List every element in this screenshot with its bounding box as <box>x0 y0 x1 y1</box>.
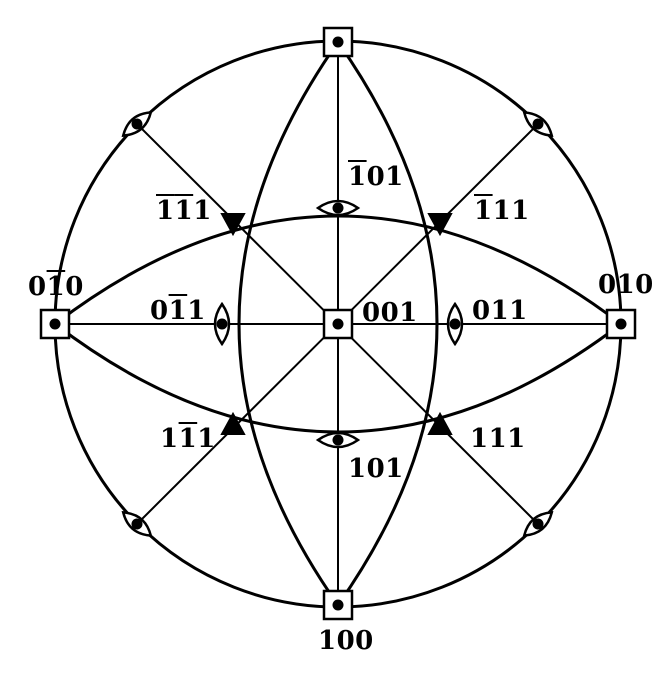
threefold-symbol-1m11 <box>220 411 246 435</box>
fourfold-symbol-center <box>322 308 354 340</box>
twofold-symbol-101 <box>315 431 361 449</box>
twofold-symbol-bottom-right <box>522 511 554 537</box>
threefold-symbol-111 <box>427 411 453 435</box>
twofold-symbol-m101 <box>315 199 361 217</box>
fourfold-symbol-left <box>39 308 71 340</box>
label-100: 100 <box>318 626 374 656</box>
label-m1m11: 111 <box>156 196 212 226</box>
label-001: 001 <box>362 298 418 328</box>
arc-right-vertical <box>336 41 439 606</box>
label-1m11: 111 <box>160 424 216 454</box>
label-010: 010 <box>598 270 654 300</box>
twofold-symbol-011 <box>446 301 464 347</box>
label-0m11: 011 <box>150 296 206 326</box>
twofold-symbol-bottom-left <box>121 511 153 537</box>
twofold-symbol-top-left <box>121 111 153 137</box>
twofold-symbol-top-right <box>522 111 554 137</box>
label-111: 111 <box>470 424 526 454</box>
arc-left-vertical <box>237 41 340 606</box>
fourfold-symbol-right <box>605 308 637 340</box>
fourfold-symbol-bottom <box>322 589 354 621</box>
twofold-symbol-0m11 <box>213 301 231 347</box>
fourfold-symbol-top <box>322 26 354 58</box>
label-101: 101 <box>348 454 404 484</box>
threefold-symbol-m1m11 <box>220 213 246 237</box>
label-0m10: 010 <box>28 272 84 302</box>
label-m111: 111 <box>474 196 530 226</box>
threefold-symbol-m111 <box>427 213 453 237</box>
label-m101: 101 <box>348 162 404 192</box>
label-011: 011 <box>472 296 528 326</box>
